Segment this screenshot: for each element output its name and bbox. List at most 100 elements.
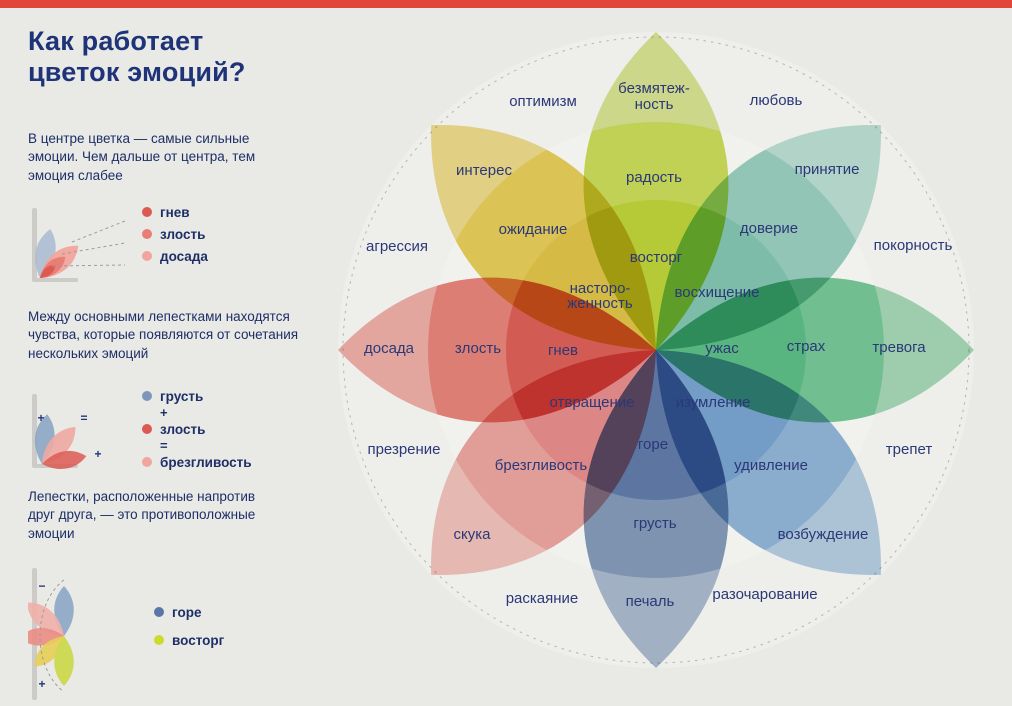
intro-text-center: В центре цветка — самые сильные эмоции. … [28,131,256,183]
petal-trust [656,125,881,350]
petal-disgust [431,350,656,575]
callout-line [61,242,126,255]
dyad-label-disappointment: разочарование [712,586,817,603]
axis-vertical [32,394,37,466]
legend-item: досада [142,248,208,264]
petal-surprise [656,350,881,575]
label-disgust-inner: отвращение [549,394,634,411]
legend-item: злость [142,421,252,437]
label-surprise-outer: возбуждение [778,526,869,543]
mini-petal-blue [35,229,56,278]
petals-group [338,32,974,668]
color-dot [142,424,152,434]
label-surprise-inner: изумление [676,394,751,411]
label-trust-outer: принятие [795,161,860,178]
emotion-flower-diagram: безмятеж-ность радость восторг принятие … [338,32,974,668]
color-dot [154,635,164,645]
mini-petal-ecstasy [54,636,74,686]
mini-diagram-combination: + + = [32,394,102,470]
equals-sign: = [160,438,168,453]
intensity-example-row: гнев злость досада [28,196,208,286]
label-fear-inner: ужас [705,340,739,357]
legend-label: злость [160,421,206,437]
mini-diagram-intensity [32,208,126,282]
intro-text-combinations: Между основными лепестками находятся чув… [28,309,299,361]
dyad-label-remorse: раскаяние [506,590,579,607]
legend-label: брезгливость [160,454,252,470]
dyad-label-awe: трепет [886,441,933,458]
legend-combination: грусть + злость = брезгливость [142,388,252,470]
mini-petal-result [42,426,76,464]
label-trust-middle: доверие [740,220,798,237]
mini-petal-yellow [34,636,64,667]
legend-item: брезгливость [142,454,252,470]
legend-item: злость [142,226,208,242]
dyad-label-submission: покорность [874,237,953,254]
legend-label: злость [160,226,206,242]
minus-sign: − [38,579,45,593]
color-dot [142,251,152,261]
mini-petal-anger [42,450,87,470]
label-trust-inner: восхищение [674,284,759,301]
legend-label: досада [160,248,208,264]
dyad-label-contempt: презрение [367,441,440,458]
plus-sign: + [37,411,44,425]
top-accent-bar [0,0,1012,8]
label-anger-middle: злость [455,340,501,357]
petal-anticipation [431,125,656,350]
label-joy-outer: безмятеж-ность [618,80,690,113]
intro-text-opposites: Лепестки, расположенные напротив друг др… [28,489,256,541]
label-disgust-middle: брезгливость [495,457,588,474]
callout-line [71,220,126,243]
plus-sign: + [94,447,101,461]
callout-line [51,264,126,267]
legend-item: горе [154,604,224,620]
sidebar-explanations: Как работает цветок эмоций? В центре цве… [28,8,338,702]
color-dot [154,607,164,617]
label-surprise-middle: удивление [734,457,808,474]
legend-label: гнев [160,204,190,220]
legend-item: гнев [142,204,208,220]
legend-item: грусть [142,388,252,404]
plus-sign: + [38,677,45,691]
legend-intensity: гнев злость досада [142,204,208,264]
opposites-example-row: − + горе восторг [28,560,224,706]
petal-labels-group: безмятеж-ность радость восторг принятие … [364,80,926,610]
dyad-label-aggressiveness: агрессия [366,238,428,255]
page-title: Как работает цветок эмоций? [28,26,246,87]
color-dot [142,391,152,401]
axis-vertical [32,208,37,280]
opposites-arc [39,579,65,693]
label-anger-inner: гнев [548,342,578,359]
label-anticipation-outer: интерес [456,162,512,179]
dyad-label-optimism: оптимизм [509,93,577,110]
legend-label: грусть [160,388,204,404]
mini-petal-pink [28,602,64,636]
equals-sign: = [80,411,87,425]
combination-example-row: + + = грусть + злость = брезгливость [28,382,252,472]
color-dot [142,457,152,467]
label-anger-outer: досада [364,340,415,357]
legend-opposites: горе восторг [154,604,224,648]
color-dot [142,207,152,217]
label-fear-middle: страх [787,338,826,355]
color-dot [142,229,152,239]
dyad-label-love: любовь [750,92,803,109]
mini-diagram-opposites: − + [28,568,74,700]
label-anticipation-middle: ожидание [499,221,568,238]
plus-sign: + [160,405,168,420]
legend-item: восторг [154,632,224,648]
axis-horizontal [32,278,78,282]
label-sadness-inner: горе [638,436,668,453]
label-joy-inner: восторг [630,249,683,266]
label-disgust-outer: скука [454,526,492,543]
legend-label: горе [172,604,202,620]
label-sadness-outer: печаль [626,593,675,610]
label-fear-outer: тревога [872,339,926,356]
mini-petal-red-inner [40,265,56,278]
label-sadness-middle: грусть [633,515,676,532]
label-anticipation-inner: насторо-женность [567,280,633,312]
dyad-labels-group: оптимизм любовь покорность трепет разоча… [366,92,953,607]
label-joy-middle: радость [626,169,682,186]
legend-label: восторг [172,632,225,648]
